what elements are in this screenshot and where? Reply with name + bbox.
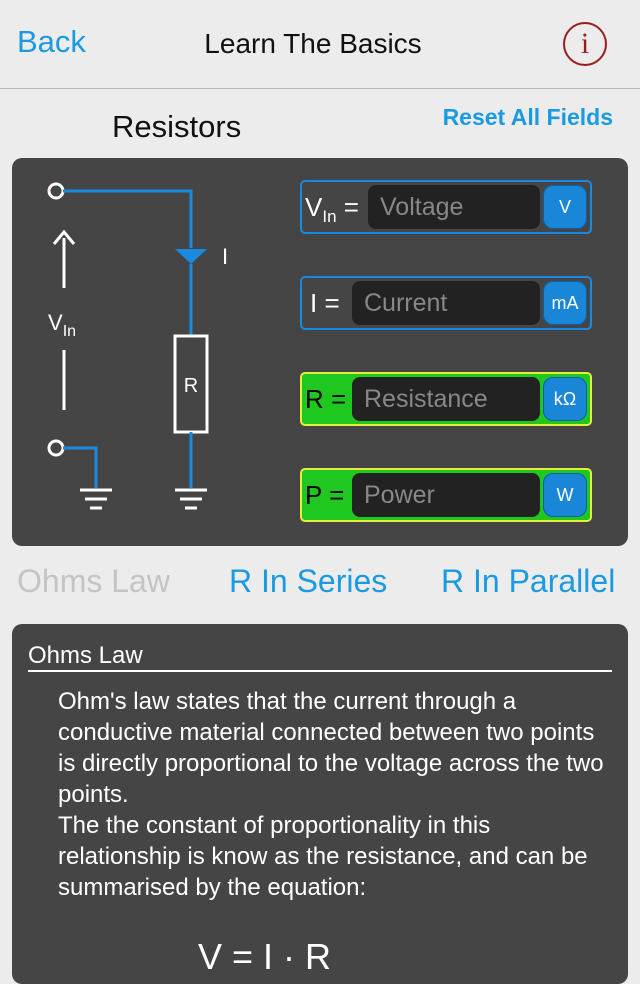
circuit-diagram: I R VIn <box>47 182 228 510</box>
power-field-row: P = W <box>300 468 592 522</box>
resistance-input[interactable] <box>352 377 540 421</box>
heading-divider <box>28 670 612 672</box>
resistance-unit-button[interactable]: kΩ <box>543 377 587 421</box>
reset-all-fields-button[interactable]: Reset All Fields <box>442 104 613 130</box>
current-unit-button[interactable]: mA <box>543 281 587 325</box>
voltage-input[interactable] <box>368 185 540 229</box>
ohms-law-equation: V = I · R <box>198 936 332 977</box>
navigation-bar: Back Learn The Basics i <box>0 0 640 89</box>
top-terminal-icon <box>47 182 65 200</box>
power-unit-button[interactable]: W <box>543 473 587 517</box>
voltage-arrow-head <box>52 229 76 245</box>
voltage-label: VIn = <box>305 192 359 227</box>
resistance-label: R = <box>305 384 347 414</box>
tab-ohms-law[interactable]: Ohms Law <box>17 563 170 599</box>
description-panel: Ohms Law Ohm's law states that the curre… <box>12 624 628 984</box>
back-button[interactable]: Back <box>17 24 86 59</box>
description-heading: Ohms Law <box>28 642 143 669</box>
info-icon[interactable]: i <box>563 22 607 66</box>
vin-label: VIn <box>48 310 76 340</box>
ground-icon <box>175 488 207 510</box>
current-input[interactable] <box>352 281 540 325</box>
current-label: I <box>222 244 228 269</box>
ground-icon <box>80 488 112 510</box>
tab-r-in-series[interactable]: R In Series <box>229 563 388 599</box>
tab-r-in-parallel[interactable]: R In Parallel <box>441 563 616 599</box>
top-wire <box>63 189 193 248</box>
topic-tabs: Ohms Law R In Series R In Parallel <box>0 563 640 603</box>
resistor-label: R <box>184 375 198 397</box>
section-title: Resistors <box>112 109 242 144</box>
description-body: Ohm's law states that the current throug… <box>58 688 604 901</box>
voltage-unit-button[interactable]: V <box>543 185 587 229</box>
current-label-field: I = <box>310 288 340 318</box>
current-arrow-icon <box>175 249 207 264</box>
power-label: P = <box>305 480 345 510</box>
current-field-row: I = mA <box>300 276 592 330</box>
bottom-wire <box>63 446 98 488</box>
power-input[interactable] <box>352 473 540 517</box>
voltage-field-row: VIn = V <box>300 180 592 234</box>
page-title: Learn The Basics <box>204 28 422 59</box>
resistance-field-row: R = kΩ <box>300 372 592 426</box>
bottom-terminal-icon <box>47 439 65 457</box>
calculator-panel: I R VIn VIn = V I = mA <box>12 158 628 546</box>
